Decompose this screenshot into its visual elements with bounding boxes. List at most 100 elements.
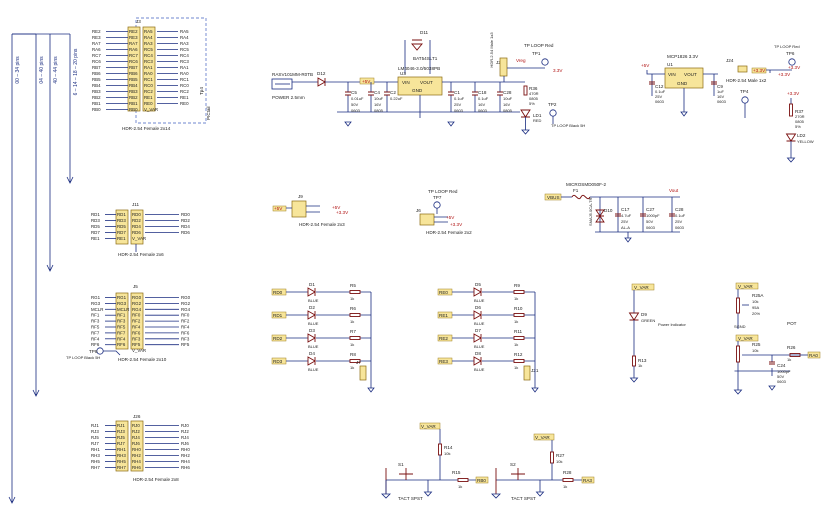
lm-cap-ref: C4 [374, 90, 380, 95]
reg-pin-vout: VOUT [420, 80, 433, 85]
reg-pin-vin: VIN [402, 80, 410, 85]
vbus-vout: Vout [669, 188, 679, 193]
led-resistor-val: 1k [350, 365, 354, 370]
j5-left-pin: RF4 [117, 336, 126, 341]
j26-left-pin: RJ3 [117, 429, 125, 434]
j5-right-pin: V_VAR [132, 348, 146, 353]
j11-right-pin: RD4 [132, 224, 141, 229]
j11-left-pin: RE1 [117, 236, 126, 241]
tp8-ref: TP8 [89, 349, 98, 354]
j5-right-pin: RF0 [132, 313, 141, 318]
led-resistor [349, 290, 361, 294]
j5-right-pin: RF5 [132, 342, 141, 347]
j5-left-net: RF5 [91, 325, 100, 330]
j3-left-pin: RB2 [129, 95, 138, 100]
pwr-r-val: 1k [638, 363, 642, 368]
range-label-1: 00 – 34 pins [15, 56, 21, 84]
lm-cap-val: 10uF [374, 96, 384, 101]
j26-right-pin: RH0 [132, 447, 141, 452]
j9-section: J9 +5V +5V +3.3V HDR-2.54 Female 2x3 [272, 194, 349, 227]
j5-right-net: RF6 [181, 330, 190, 335]
j5-left-net: RF4 [91, 336, 100, 341]
j3-left-pin: RB5 [129, 77, 138, 82]
led-net-label: RE3 [439, 359, 448, 364]
j26-left-net: RH7 [91, 465, 100, 470]
r36-ref: R36 [529, 86, 538, 91]
led-diode [473, 333, 482, 343]
r36-val: 470R [529, 91, 539, 96]
led-resistor-ref: R10 [514, 306, 523, 311]
j3-left-pin: RE3 [129, 35, 138, 40]
led-resistor-val: 1k [350, 319, 354, 324]
lm-cap-pkg: 0603 [478, 108, 488, 113]
j26-left-net: RH5 [91, 459, 100, 464]
power-conn-label: POWER 2.5mm [272, 95, 305, 100]
d11-ref: D11 [420, 30, 429, 35]
j26-right-pin: RJ4 [132, 435, 140, 440]
c24-ref: C24 [777, 363, 786, 368]
tp6-net: +3.3V [788, 65, 801, 70]
mcp-net-in: +5V [641, 63, 650, 68]
lm-cap-ref: C5 [351, 90, 357, 95]
j3-right-pin: RA5 [144, 29, 153, 34]
led-color: BLUE [308, 344, 319, 349]
led-ref: D3 [309, 328, 315, 333]
j3-right-net: RC5 [180, 47, 189, 52]
j26-right-pin: RH2 [132, 453, 141, 458]
j3-ref: J3 [136, 19, 141, 24]
tp1-label: TP LOOP Red [524, 43, 554, 48]
r36-pkg: 0805 [529, 96, 539, 101]
j3-right-net: RC3 [180, 59, 189, 64]
j26-left-pin: RJ5 [117, 435, 125, 440]
pot-section: V_VAR R25A 10k 95A 20% SGND V_VAR R25 10… [733, 282, 821, 395]
r26-ref: R26 [787, 345, 796, 350]
power-indicator-section: V_VAR D9 GREEN Power Indicator R13 1k [628, 283, 686, 383]
power-conn-part: RASV101MM-R0TB [272, 72, 313, 77]
j3-right-pin: RE1 [144, 95, 153, 100]
sw1-net: V_VAR [421, 424, 436, 429]
mcp-cap-ref: C9 [717, 84, 723, 89]
j5-left-pin: RF1 [117, 313, 126, 318]
j3-right-net: RC2 [180, 89, 189, 94]
j2-ref: J2 [496, 60, 501, 65]
j3-side-label2: Tp4 [199, 87, 204, 95]
led-diode [307, 333, 316, 343]
tp4-ref: TP4 [740, 89, 749, 94]
led-net-label: RD0 [273, 290, 283, 295]
j9-ref: J9 [298, 194, 303, 199]
j2-net: 3.3V [553, 68, 563, 73]
j5-left-net: RF1 [91, 313, 100, 318]
sw2-r27-val: 10k [556, 459, 562, 464]
j11-left-net: RD1 [91, 212, 100, 217]
j3-right-pin: RC0 [144, 83, 153, 88]
led-resistor-ref: R9 [514, 283, 520, 288]
pwr-r-ref: R13 [638, 358, 647, 363]
j3-left-pin: RB7 [129, 65, 138, 70]
j3-left-net: RA6 [92, 47, 101, 52]
sw2-out: RA3 [583, 478, 592, 483]
j5-left-net: RF6 [91, 342, 100, 347]
j26-left-net: RJ3 [91, 429, 99, 434]
vbus-cap-ref: C28 [675, 207, 684, 212]
j2-vreg-label: Vreg [516, 58, 526, 63]
mcp-pin-gnd: GND [677, 81, 688, 86]
j9-net-left: +5V [274, 206, 283, 211]
led-net-label: RE1 [439, 313, 448, 318]
sw1-ref: S1 [398, 462, 404, 467]
j5-left-pin: RF6 [117, 342, 126, 347]
sw1-r14-ref: R14 [444, 445, 453, 450]
j26-left-net: RJ7 [91, 441, 99, 446]
j26-caption: HDR-2.54 Female 2x8 [133, 477, 179, 482]
lm-cap-symbol [448, 91, 454, 96]
j5-right-net: RG4 [181, 307, 191, 312]
tp6-ref: TP6 [786, 51, 795, 56]
sw2-r28-val: 1k [563, 484, 567, 489]
vbus-cap-ref: C17 [621, 207, 630, 212]
j3-left-pin: RB4 [129, 83, 138, 88]
j11-left-net: RE1 [91, 236, 100, 241]
led-resistor-val: 1k [350, 296, 354, 301]
mcp-cap-v: 25V [655, 94, 662, 99]
d11-part: BAT54SLT1 [413, 56, 438, 61]
